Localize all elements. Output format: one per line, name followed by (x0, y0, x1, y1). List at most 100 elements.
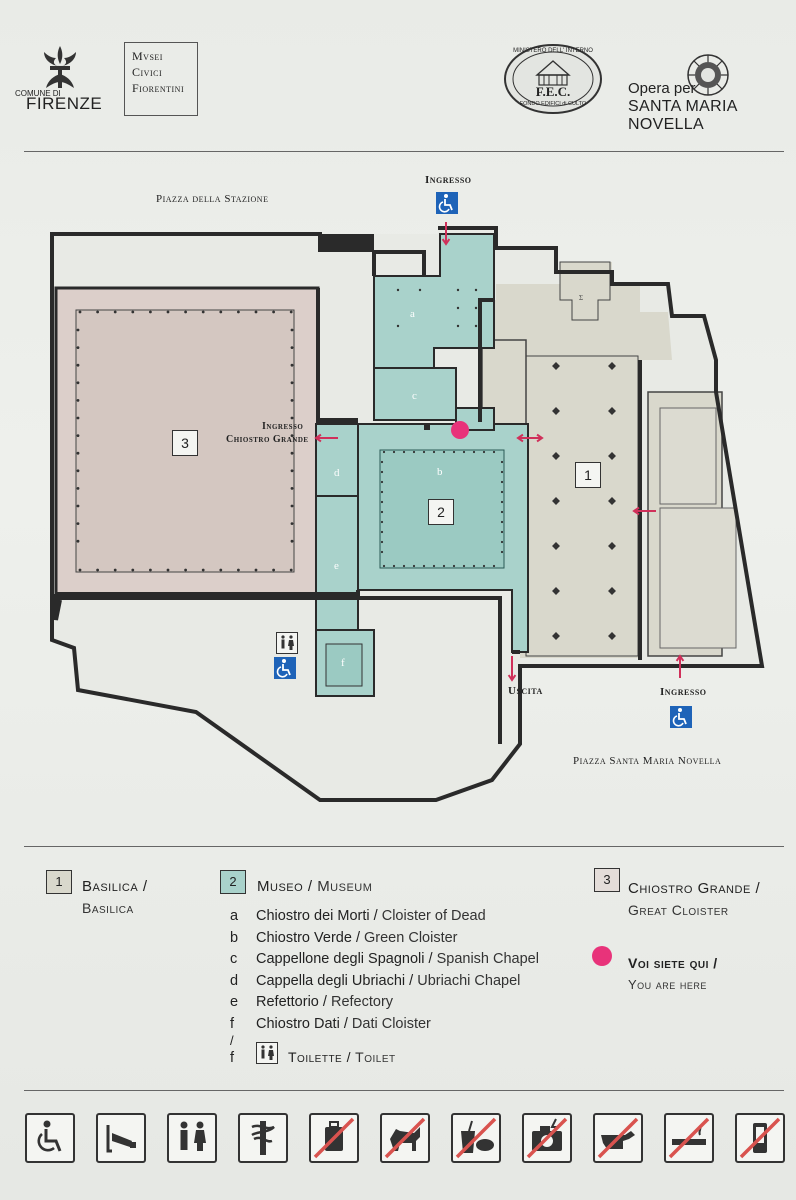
column-dot (456, 288, 460, 292)
legend-basilica-swatch: 1 (46, 870, 72, 894)
column-dot (237, 568, 240, 572)
opera-sun-emblem-icon (687, 54, 729, 96)
column-dot (500, 480, 504, 484)
column-dot (290, 522, 294, 525)
column-dot (482, 564, 486, 568)
restroom-icon-legend (256, 1042, 278, 1064)
column-dot (76, 363, 80, 367)
column-dot (166, 568, 170, 572)
label-ingresso-chiostro-2: Chiostro Grande (226, 434, 309, 445)
no-touching-icon (593, 1113, 643, 1163)
column-dot (472, 450, 476, 454)
route-arrow-head (441, 238, 451, 246)
column-dot (500, 530, 504, 534)
column-dot (290, 416, 294, 420)
column-dot (289, 568, 293, 572)
legend-museum-swatch: 2 (220, 870, 246, 894)
seal-top-text: MINISTERO DELL' INTERNO (513, 48, 593, 54)
column-dot (380, 510, 384, 514)
column-dot (500, 500, 504, 504)
dati-cloister-garden (325, 643, 363, 687)
museum-columns (380, 288, 504, 568)
column-dot (290, 539, 294, 543)
column-dot (380, 470, 384, 474)
legend-here-en: You are here (628, 977, 707, 992)
building-walls (50, 226, 765, 802)
museum-item-it: Cappella degli Ubriachi (256, 972, 406, 989)
museum-item-it: Cappellone degli Spagnoli (256, 951, 425, 967)
museum-item-it: Chiostro Dati (256, 1015, 340, 1032)
no-flash-photography-icon (522, 1113, 572, 1163)
label-ingresso-top: Ingresso (425, 174, 472, 186)
column-dot (456, 324, 460, 328)
museum-corridor-d (315, 423, 359, 497)
route-arrow-head (675, 654, 685, 662)
column-dot (380, 530, 384, 534)
toilet-key-slash: / (230, 1033, 234, 1048)
wall-block-mid (316, 418, 358, 424)
musei-line-2: Civici (132, 65, 163, 79)
label-piazza-stazione: Piazza della Stazione (156, 193, 269, 205)
museum-item-it: Chiostro Verde (256, 929, 352, 946)
column-dot (76, 487, 80, 490)
route-arrow-head (632, 506, 640, 516)
column-dot (380, 540, 384, 544)
column-dot (290, 328, 294, 332)
column-dot (500, 520, 504, 524)
column-dot (396, 324, 400, 328)
column-dot (500, 510, 504, 514)
label-ingresso-bottom: Ingresso (660, 686, 707, 698)
column-dot (500, 490, 504, 494)
column-dot (392, 450, 396, 454)
column-dot (432, 564, 436, 568)
column-dot (290, 469, 294, 473)
column-dot (290, 346, 294, 349)
column-dot (402, 450, 406, 454)
zone-1-badge: 1 (575, 462, 601, 488)
column-dot (76, 469, 80, 473)
column-dot (290, 451, 294, 455)
basilica-right-wing-inner-top (659, 407, 717, 505)
basilica-nave (525, 355, 639, 657)
column-dot (166, 310, 170, 314)
no-smoking-icon (664, 1113, 714, 1163)
legend-chiostro-en: Great Cloister (628, 902, 729, 918)
column-dot (76, 328, 80, 332)
museum-item-key: e (230, 994, 239, 1010)
column-dot (380, 460, 384, 464)
column-dot (290, 381, 294, 385)
zone-2-badge: 2 (428, 499, 454, 525)
column-dot (474, 306, 478, 310)
route-arrow-head (507, 674, 517, 682)
opera-line-1: Opera per (628, 80, 696, 97)
column-dot (76, 416, 80, 420)
museum-item-key: b (230, 929, 239, 946)
no-dogs-icon (380, 1113, 430, 1163)
column-dot (500, 460, 504, 464)
route-arrows (314, 222, 685, 682)
column-dot (422, 450, 426, 454)
legend-here-it: Voi siete qui / (628, 955, 718, 971)
musei-line-3: Fiorentini (132, 81, 185, 95)
column-dot (412, 450, 416, 454)
column-dot (402, 564, 406, 568)
museum-item-it: Refettorio (256, 994, 319, 1010)
wall-block-left-chapel (424, 424, 430, 430)
column-dot (474, 324, 478, 328)
column-dot (76, 504, 80, 508)
museum-item-key: c (230, 951, 238, 967)
column-dot (472, 564, 476, 568)
first-aid-icon (238, 1113, 288, 1163)
room-letter-d: d (334, 467, 340, 479)
column-dot (290, 487, 294, 490)
column-dot (290, 504, 294, 508)
column-dot (201, 568, 205, 572)
zone-3-badge: 3 (172, 430, 198, 456)
column-dot (272, 568, 275, 572)
column-dot (380, 500, 384, 504)
museum-item-key: d (230, 972, 239, 989)
restroom-icon (167, 1113, 217, 1163)
